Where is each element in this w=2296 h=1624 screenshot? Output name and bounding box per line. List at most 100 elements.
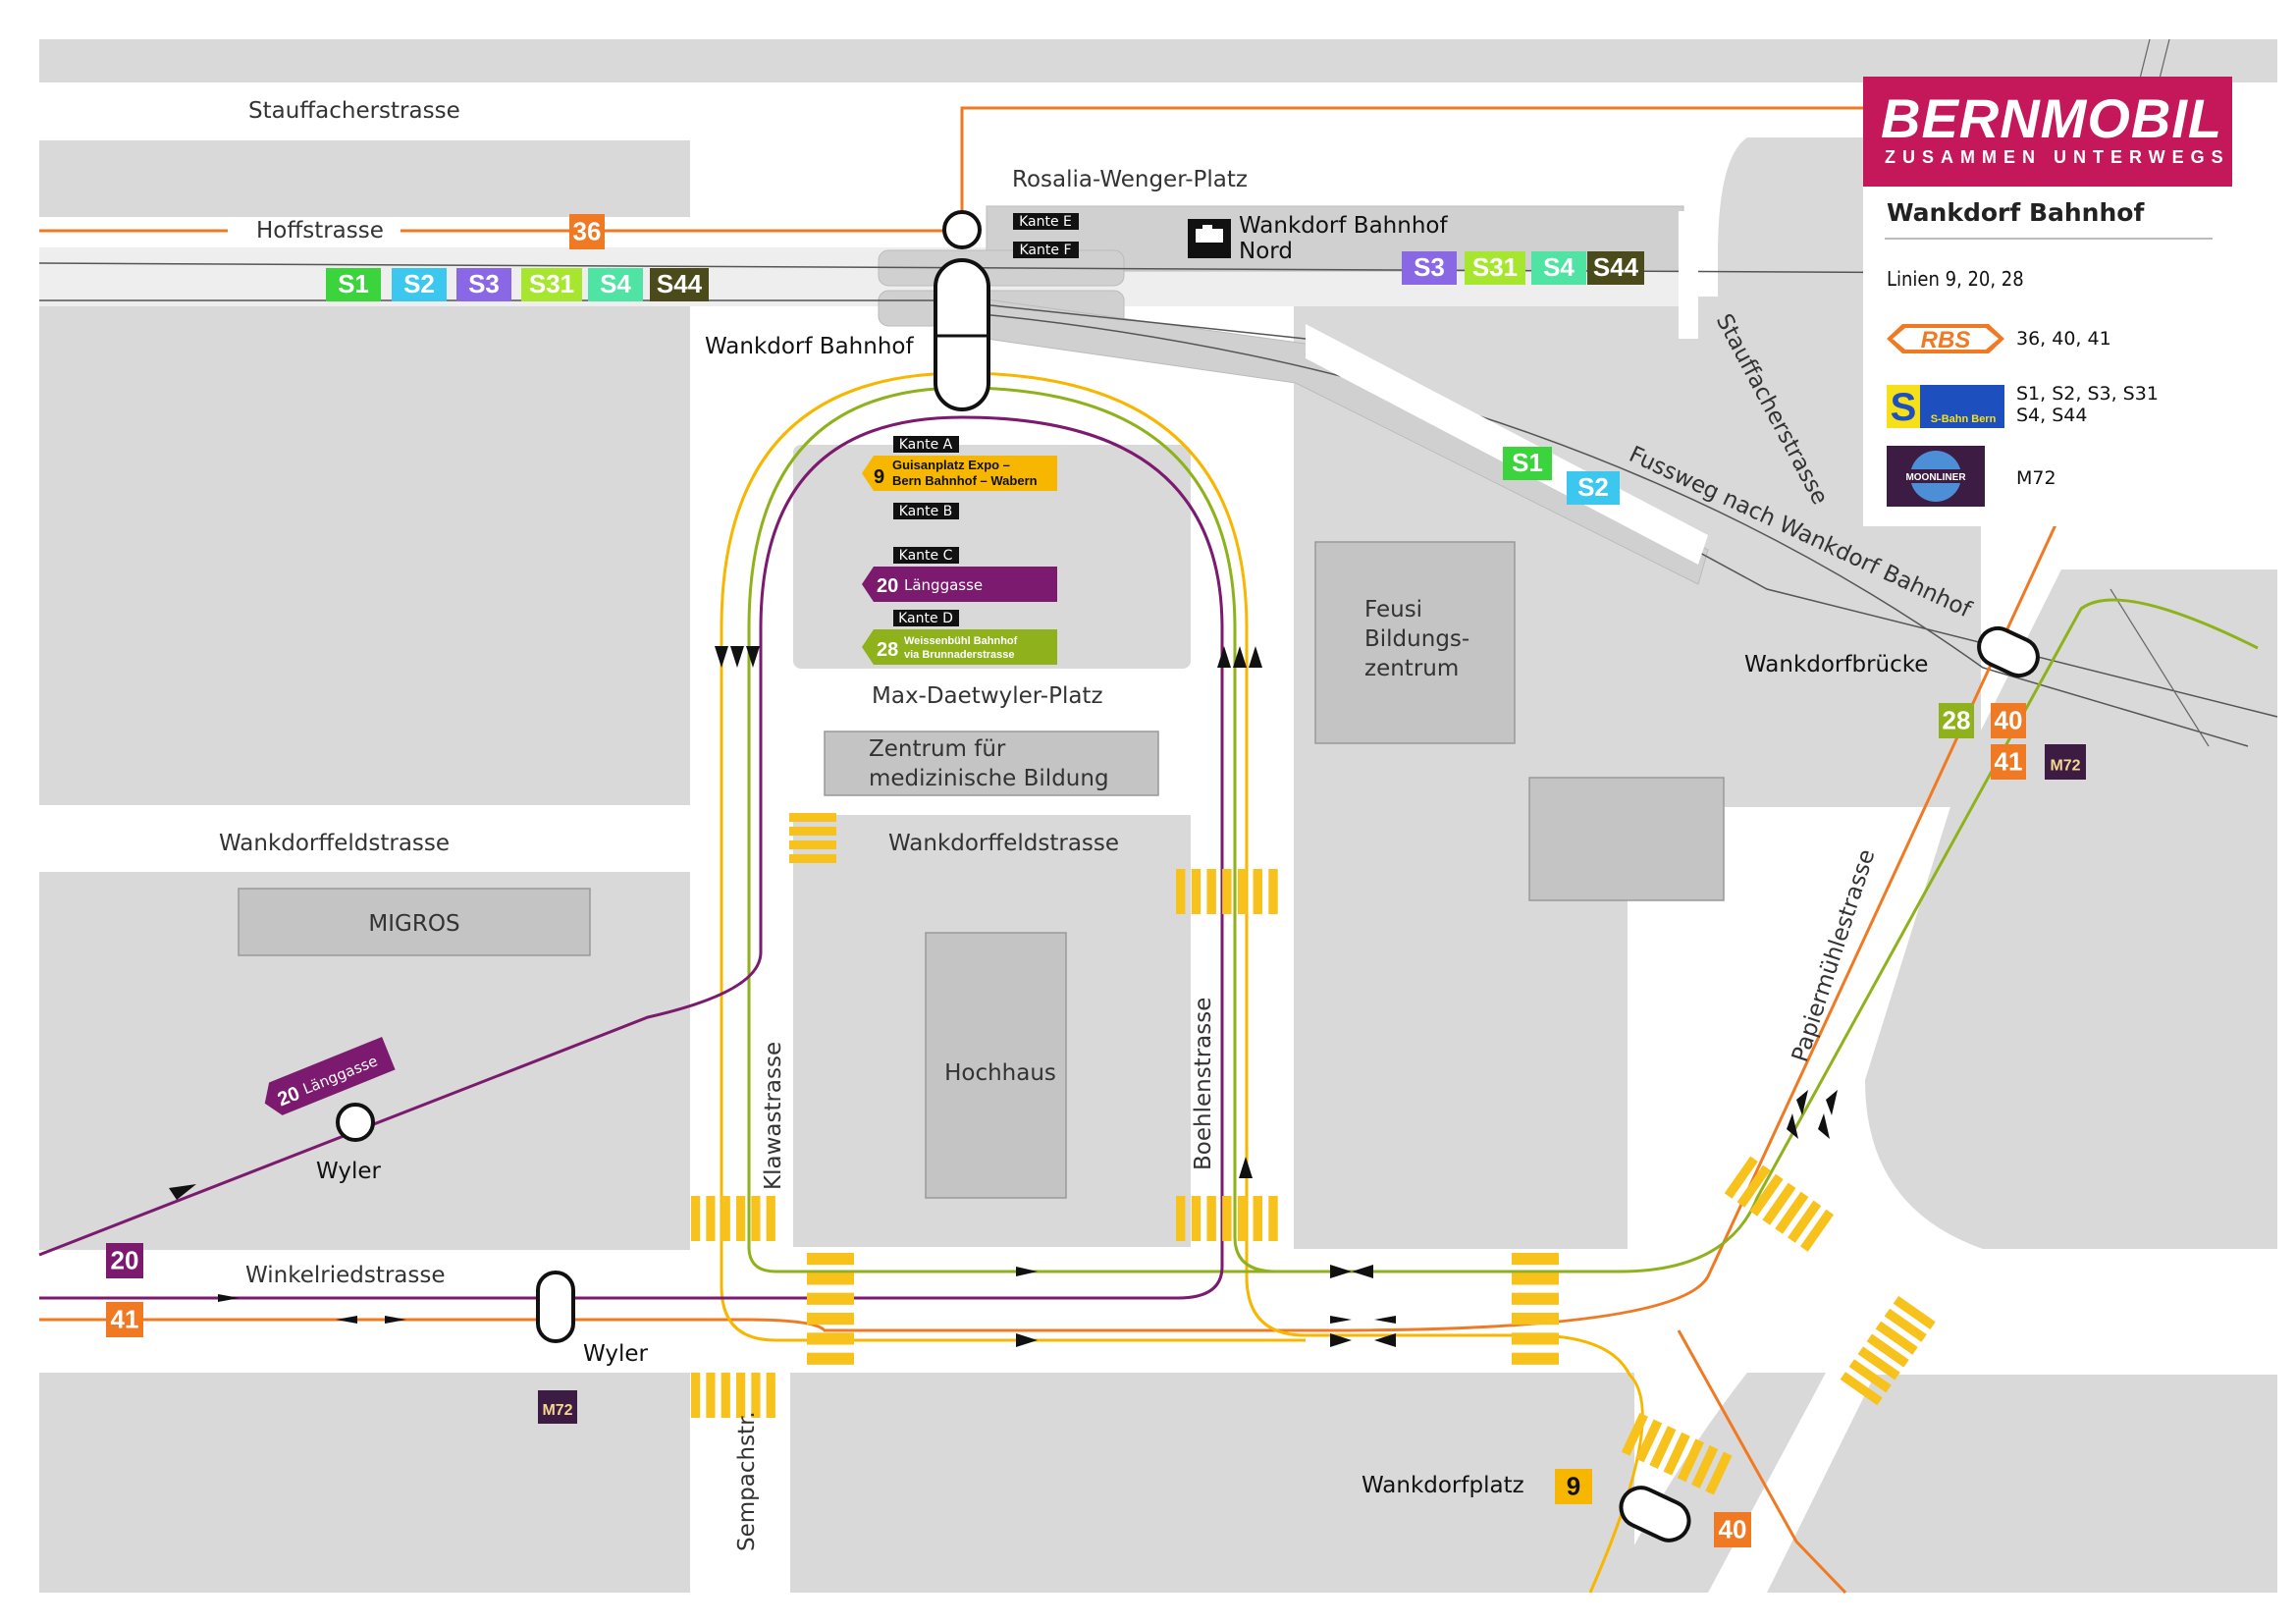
building-feusi <box>1314 541 1516 744</box>
direction-arrows <box>169 646 1838 1347</box>
pedestrian-crossing <box>1840 1295 1936 1406</box>
badge-m72: M72 <box>538 1390 577 1424</box>
svg-text:40: 40 <box>1995 705 2023 734</box>
label-feusi-2: Bildungs- <box>1364 626 1469 652</box>
stop-circle-wyler <box>336 1103 375 1142</box>
label-wankdorfbruecke: Wankdorfbrücke <box>1744 652 1928 677</box>
kante-b: Kante B <box>899 504 953 519</box>
building-misc <box>1528 777 1725 901</box>
badge-s1: S1 <box>1503 447 1552 480</box>
svg-text:M72: M72 <box>2050 757 2080 774</box>
rbs-logo-icon: RBS <box>1887 324 2004 353</box>
pedestrian-crossing <box>1176 1196 1278 1241</box>
crossings <box>789 813 836 863</box>
label-boehlen: Boehlenstrasse <box>1191 998 1216 1170</box>
badge-b9: 9 <box>1555 1469 1592 1504</box>
svg-text:40: 40 <box>1719 1514 1747 1543</box>
label-winkelried: Winkelriedstrasse <box>245 1263 446 1288</box>
legend-title: Wankdorf Bahnhof <box>1887 198 2145 227</box>
badge-s3: S3 <box>456 268 511 301</box>
label-stop-wankdorf-bahnhof: Wankdorf Bahnhof <box>705 334 914 359</box>
label-stop-wyler-2: Wyler <box>583 1341 648 1367</box>
label-zentrum-2: medizinische Bildung <box>869 766 1109 791</box>
moonliner-logo-icon: MOONLINER <box>1887 446 1985 507</box>
svg-text:S2: S2 <box>1577 472 1609 502</box>
stop-circle-nord <box>942 210 982 249</box>
buildings <box>238 541 1725 1199</box>
label-feusi-1: Feusi <box>1364 597 1422 623</box>
kante-f: Kante F <box>1020 243 1072 258</box>
label-feusi-3: zentrum <box>1364 656 1459 681</box>
badge-b41: 41 <box>1991 744 2026 780</box>
label-stop-wyler-1: Wyler <box>316 1159 381 1184</box>
route-rbs <box>39 106 2073 1595</box>
svg-text:Bern Bahnhof – Wabern: Bern Bahnhof – Wabern <box>892 473 1038 488</box>
legend-sbahn-lines-2: S4, S44 <box>2016 405 2088 426</box>
building-zentrum <box>824 731 1159 796</box>
svg-text:via Brunnaderstrasse: via Brunnaderstrasse <box>904 649 1015 661</box>
svg-text:41: 41 <box>1995 746 2023 776</box>
badge-s4: S4 <box>1531 251 1586 285</box>
pedestrian-crossing <box>1512 1253 1559 1365</box>
badge-b40: 40 <box>1991 703 2026 738</box>
svg-text:9: 9 <box>1567 1471 1580 1500</box>
svg-text:S44: S44 <box>1593 252 1639 282</box>
legend-rbs-lines: 36, 40, 41 <box>2016 328 2111 350</box>
label-hoffstrasse: Hoffstrasse <box>256 218 384 244</box>
badge-s2: S2 <box>1567 471 1620 505</box>
label-wankdorfplatz: Wankdorfplatz <box>1362 1473 1524 1498</box>
svg-text:S3: S3 <box>1414 252 1445 282</box>
svg-text:S4: S4 <box>600 269 631 298</box>
pedestrian-crossing <box>1621 1412 1733 1495</box>
svg-text:20: 20 <box>877 575 898 597</box>
badge-b36: 36 <box>569 214 605 249</box>
svg-text:RBS: RBS <box>1921 327 1971 353</box>
stop-labels: Wankdorf Bahnhof Wankdorf Bahnhof Nord W… <box>316 213 1448 1367</box>
svg-text:S4: S4 <box>1543 252 1575 282</box>
route-28 <box>747 386 2259 1273</box>
label-klawa: Klawastrasse <box>761 1042 786 1190</box>
svg-text:Weissenbühl Bahnhof: Weissenbühl Bahnhof <box>904 635 1018 647</box>
label-stauffacherstrasse: Stauffacherstrasse <box>248 98 460 124</box>
svg-text:M72: M72 <box>542 1402 572 1419</box>
bernmobil-logo: BERNMOBIL ZUSAMMEN UNTERWEGS <box>1863 77 2232 187</box>
badge-s2: S2 <box>392 268 447 301</box>
svg-text:S-Bahn Bern: S-Bahn Bern <box>1931 413 1997 425</box>
badge-m72: M72 <box>2045 744 2086 780</box>
sbahn-logo-icon: S S-Bahn Bern <box>1887 385 2004 428</box>
kante-c: Kante C <box>899 548 953 564</box>
stop-capsule-bruecke <box>1977 625 2040 678</box>
svg-text:20: 20 <box>111 1245 139 1274</box>
svg-text:S1: S1 <box>1512 448 1543 477</box>
svg-text:41: 41 <box>111 1304 139 1333</box>
svg-text:S1: S1 <box>338 269 369 298</box>
legend-sbahn-lines-1: S1, S2, S3, S31 <box>2016 383 2159 405</box>
svg-text:28: 28 <box>877 639 898 661</box>
svg-text:Guisanplatz Expo –: Guisanplatz Expo – <box>892 458 1010 472</box>
crossing-layer <box>691 869 1936 1495</box>
building-migros <box>238 888 591 956</box>
badge-b28: 28 <box>1939 703 1974 738</box>
pedestrian-crossing <box>1176 869 1278 914</box>
label-rosalia: Rosalia-Wenger-Platz <box>1012 167 1248 192</box>
label-sempach: Sempachstr. <box>734 1411 760 1551</box>
route-9 <box>720 371 1644 1594</box>
label-wankdorffeld-left: Wankdorffeldstrasse <box>219 831 450 856</box>
direction-sign-9: 9 Guisanplatz Expo – Bern Bahnhof – Wabe… <box>862 456 1057 491</box>
svg-text:Länggasse: Länggasse <box>904 576 983 594</box>
legend-panel: BERNMOBIL ZUSAMMEN UNTERWEGS Wankdorf Ba… <box>1863 77 2232 526</box>
legend-lines: Linien 9, 20, 28 <box>1887 267 2024 291</box>
badge-s44: S44 <box>1587 251 1644 285</box>
pedestrian-crossing <box>691 1373 775 1418</box>
direction-sign-20: 20 Länggasse <box>862 567 1057 602</box>
svg-text:9: 9 <box>874 466 884 488</box>
svg-text:S2: S2 <box>403 269 435 298</box>
building-labels: MIGROS Zentrum für medizinische Bildung … <box>368 597 1469 1086</box>
pedestrian-crossing <box>1724 1156 1835 1252</box>
badge-s3: S3 <box>1402 251 1457 285</box>
pedestrian-crossing <box>691 1196 775 1241</box>
badge-s44: S44 <box>650 268 709 301</box>
kante-d: Kante D <box>898 611 953 626</box>
